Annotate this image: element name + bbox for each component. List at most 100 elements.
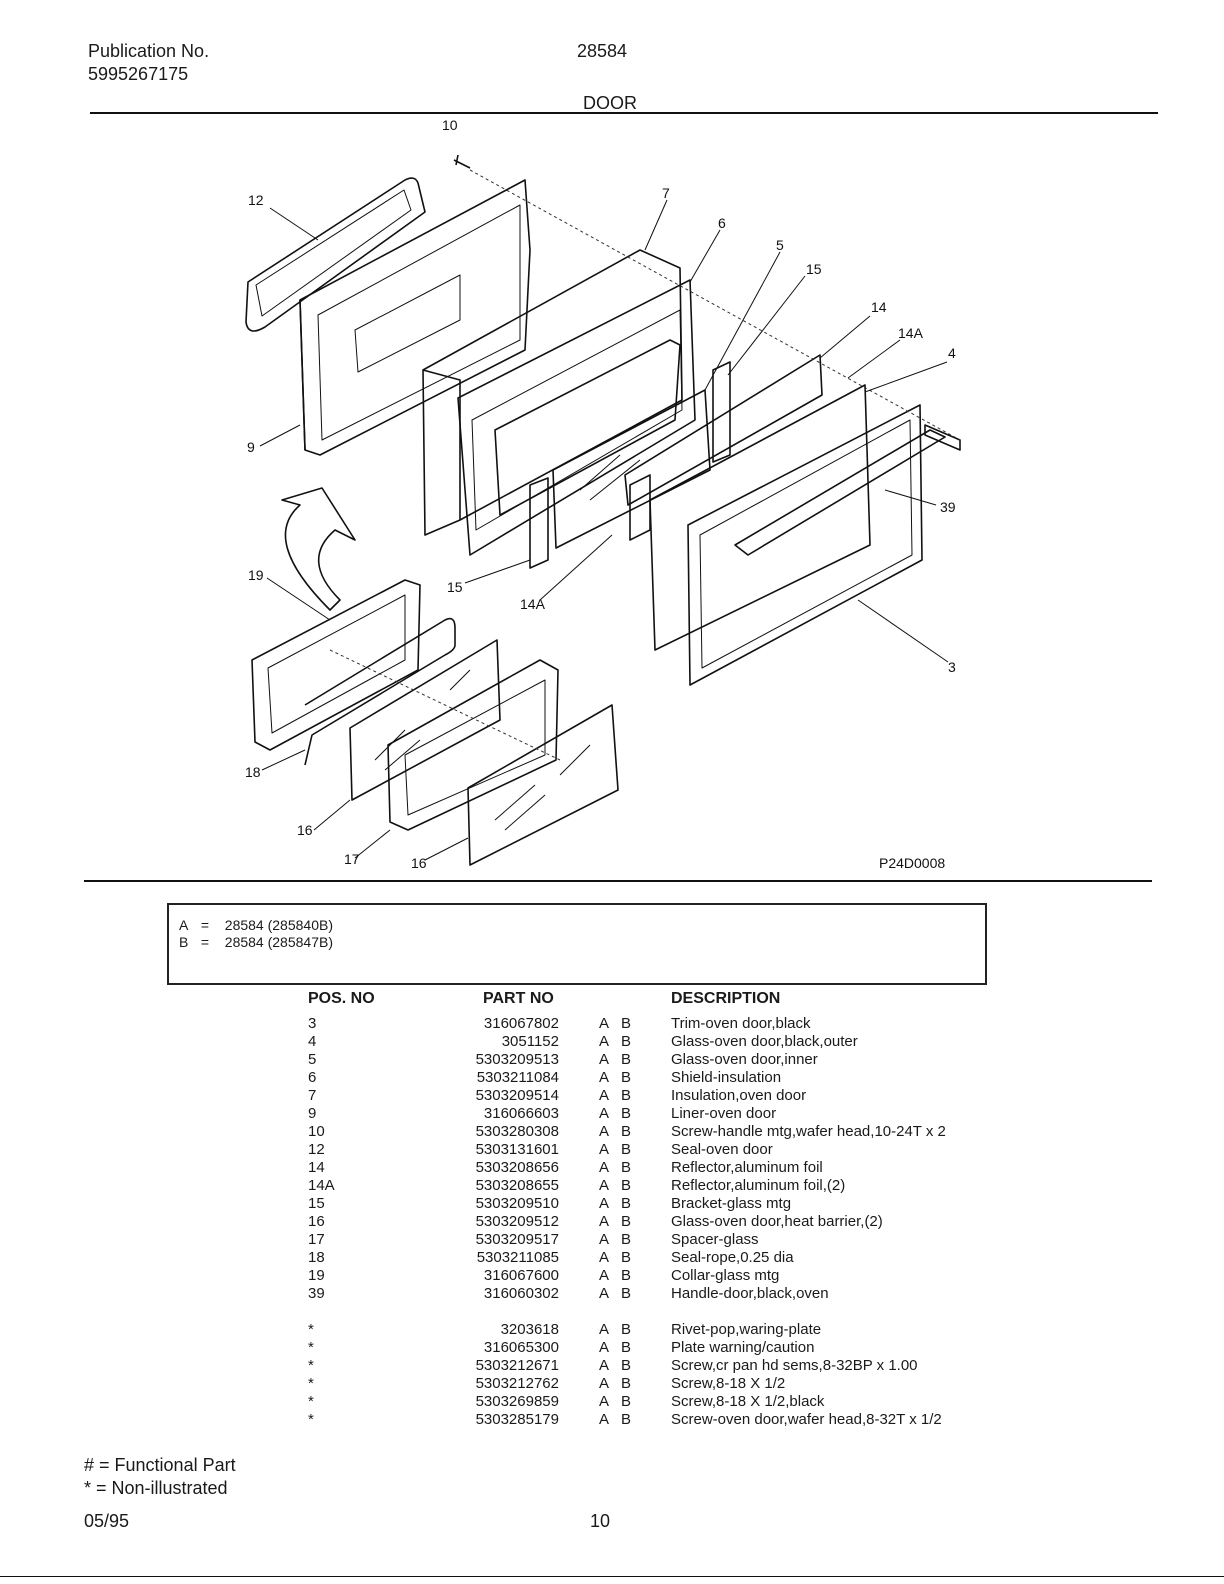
- part-no-cell: 316065300: [483, 1339, 559, 1356]
- description-cell: Insulation,oven door: [671, 1087, 807, 1104]
- model-a-cell: A: [599, 1123, 610, 1140]
- callout-6: 6: [718, 215, 726, 231]
- model-a-cell: A: [599, 1267, 610, 1284]
- pos-cell: 10: [308, 1123, 325, 1140]
- description-cell: Glass-oven door,black,outer: [671, 1033, 858, 1050]
- callout-14a-b: 14A: [520, 596, 546, 612]
- part-no-cell: 316066603: [483, 1105, 559, 1122]
- callout-5: 5: [776, 237, 784, 253]
- variant-key: B: [179, 934, 189, 950]
- callout-16: 16: [297, 822, 313, 838]
- section-title: DOOR: [583, 93, 637, 113]
- model-b-cell: B: [621, 1375, 632, 1392]
- model-b-cell: B: [621, 1177, 632, 1194]
- figure-id: P24D0008: [879, 855, 945, 871]
- model-a-cell: A: [599, 1411, 610, 1428]
- part-no-cell: 5303285179: [475, 1411, 559, 1428]
- legend-functional: # = Functional Part: [84, 1455, 236, 1475]
- part-no-cell: 5303209514: [475, 1087, 559, 1104]
- pos-cell: *: [308, 1393, 314, 1410]
- part-no-cell: 3203618: [500, 1321, 559, 1338]
- model-b-cell: B: [621, 1159, 632, 1176]
- model-b-cell: B: [621, 1321, 632, 1338]
- description-cell: Screw-oven door,wafer head,8-32T x 1/2: [671, 1411, 942, 1428]
- model-number: 28584: [577, 41, 628, 61]
- header-part-no: PART NO: [483, 990, 554, 1007]
- part-no-cell: 5303209510: [475, 1195, 559, 1212]
- inner-glass-part-5: [494, 339, 681, 516]
- pos-cell: *: [308, 1357, 314, 1374]
- callout-17: 17: [344, 851, 360, 867]
- pos-cell: 6: [308, 1069, 317, 1086]
- model-a-cell: A: [599, 1105, 610, 1122]
- description-cell: Screw,cr pan hd sems,8-32BP x 1.00: [671, 1357, 918, 1374]
- model-b-cell: B: [621, 1123, 632, 1140]
- model-a-cell: A: [599, 1393, 610, 1410]
- pos-cell: 18: [308, 1249, 325, 1266]
- part-no-cell: 3051152: [501, 1033, 559, 1050]
- variant-key: A: [179, 917, 189, 933]
- model-a-cell: A: [599, 1339, 610, 1356]
- part-no-cell: 316067802: [483, 1015, 559, 1032]
- pos-cell: *: [308, 1339, 314, 1356]
- pos-cell: 16: [308, 1213, 325, 1230]
- description-cell: Spacer-glass: [671, 1231, 759, 1248]
- pos-cell: 17: [308, 1231, 325, 1248]
- part-no-cell: 5303209513: [475, 1051, 559, 1068]
- description-cell: Reflector,aluminum foil,(2): [671, 1177, 846, 1194]
- model-b-cell: B: [621, 1087, 632, 1104]
- callout-14: 14: [871, 299, 887, 315]
- callout-15b: 15: [447, 579, 463, 595]
- part-no-cell: 5303269859: [475, 1393, 559, 1410]
- rope-seal-part-18: [304, 617, 456, 766]
- model-a-cell: A: [599, 1141, 610, 1158]
- header-pos-no: POS. NO: [308, 990, 375, 1007]
- part-no-cell: 5303212762: [475, 1375, 559, 1392]
- pos-cell: 39: [308, 1285, 325, 1302]
- description-cell: Shield-insulation: [671, 1069, 782, 1086]
- variant-value: 28584 (285847B): [224, 934, 333, 950]
- callout-7: 7: [662, 185, 670, 201]
- model-b-cell: B: [621, 1105, 632, 1122]
- header-rule: [90, 112, 1158, 114]
- pos-cell: *: [308, 1411, 314, 1428]
- spacer-part-17: [387, 659, 559, 831]
- variant-value: 28584 (285840B): [224, 917, 333, 933]
- model-a-cell: A: [599, 1159, 610, 1176]
- description-cell: Reflector,aluminum foil: [671, 1159, 823, 1176]
- variant-row: B = 28584 (285847B): [179, 934, 985, 951]
- model-b-cell: B: [621, 1033, 632, 1050]
- callout-12: 12: [248, 192, 264, 208]
- model-b-cell: B: [621, 1393, 632, 1410]
- screw-part-10: [453, 154, 471, 169]
- part-no-cell: 5303131601: [475, 1141, 559, 1158]
- description-cell: Seal-oven door: [671, 1141, 773, 1158]
- model-a-cell: A: [599, 1051, 610, 1068]
- model-b-cell: B: [621, 1249, 632, 1266]
- insulation-part-7: [422, 249, 683, 536]
- variant-box: A = 28584 (285840B) B = 28584 (285847B): [167, 903, 987, 985]
- heat-barrier-glass-16: [349, 639, 501, 801]
- pos-cell: 7: [308, 1087, 317, 1104]
- callout-4: 4: [948, 345, 956, 361]
- model-b-cell: B: [621, 1339, 632, 1356]
- legend-non-illustrated: * = Non-illustrated: [84, 1478, 228, 1498]
- description-cell: Screw,8-18 X 1/2: [671, 1375, 786, 1392]
- pos-cell: 14A: [308, 1177, 335, 1194]
- part-no-cell: 316067600: [483, 1267, 559, 1284]
- exploded-door-diagram: 10 12 7 6 5 15 14 14A 4 9 39 19 15 14A 3…: [245, 117, 961, 871]
- description-cell: Liner-oven door: [671, 1105, 777, 1122]
- model-a-cell: A: [599, 1015, 610, 1032]
- model-b-cell: B: [621, 1213, 632, 1230]
- part-no-cell: 5303209512: [475, 1213, 559, 1230]
- part-no-cell: 316060302: [483, 1285, 559, 1302]
- seal-part-12: [245, 177, 426, 332]
- header-description: DESCRIPTION: [671, 990, 781, 1007]
